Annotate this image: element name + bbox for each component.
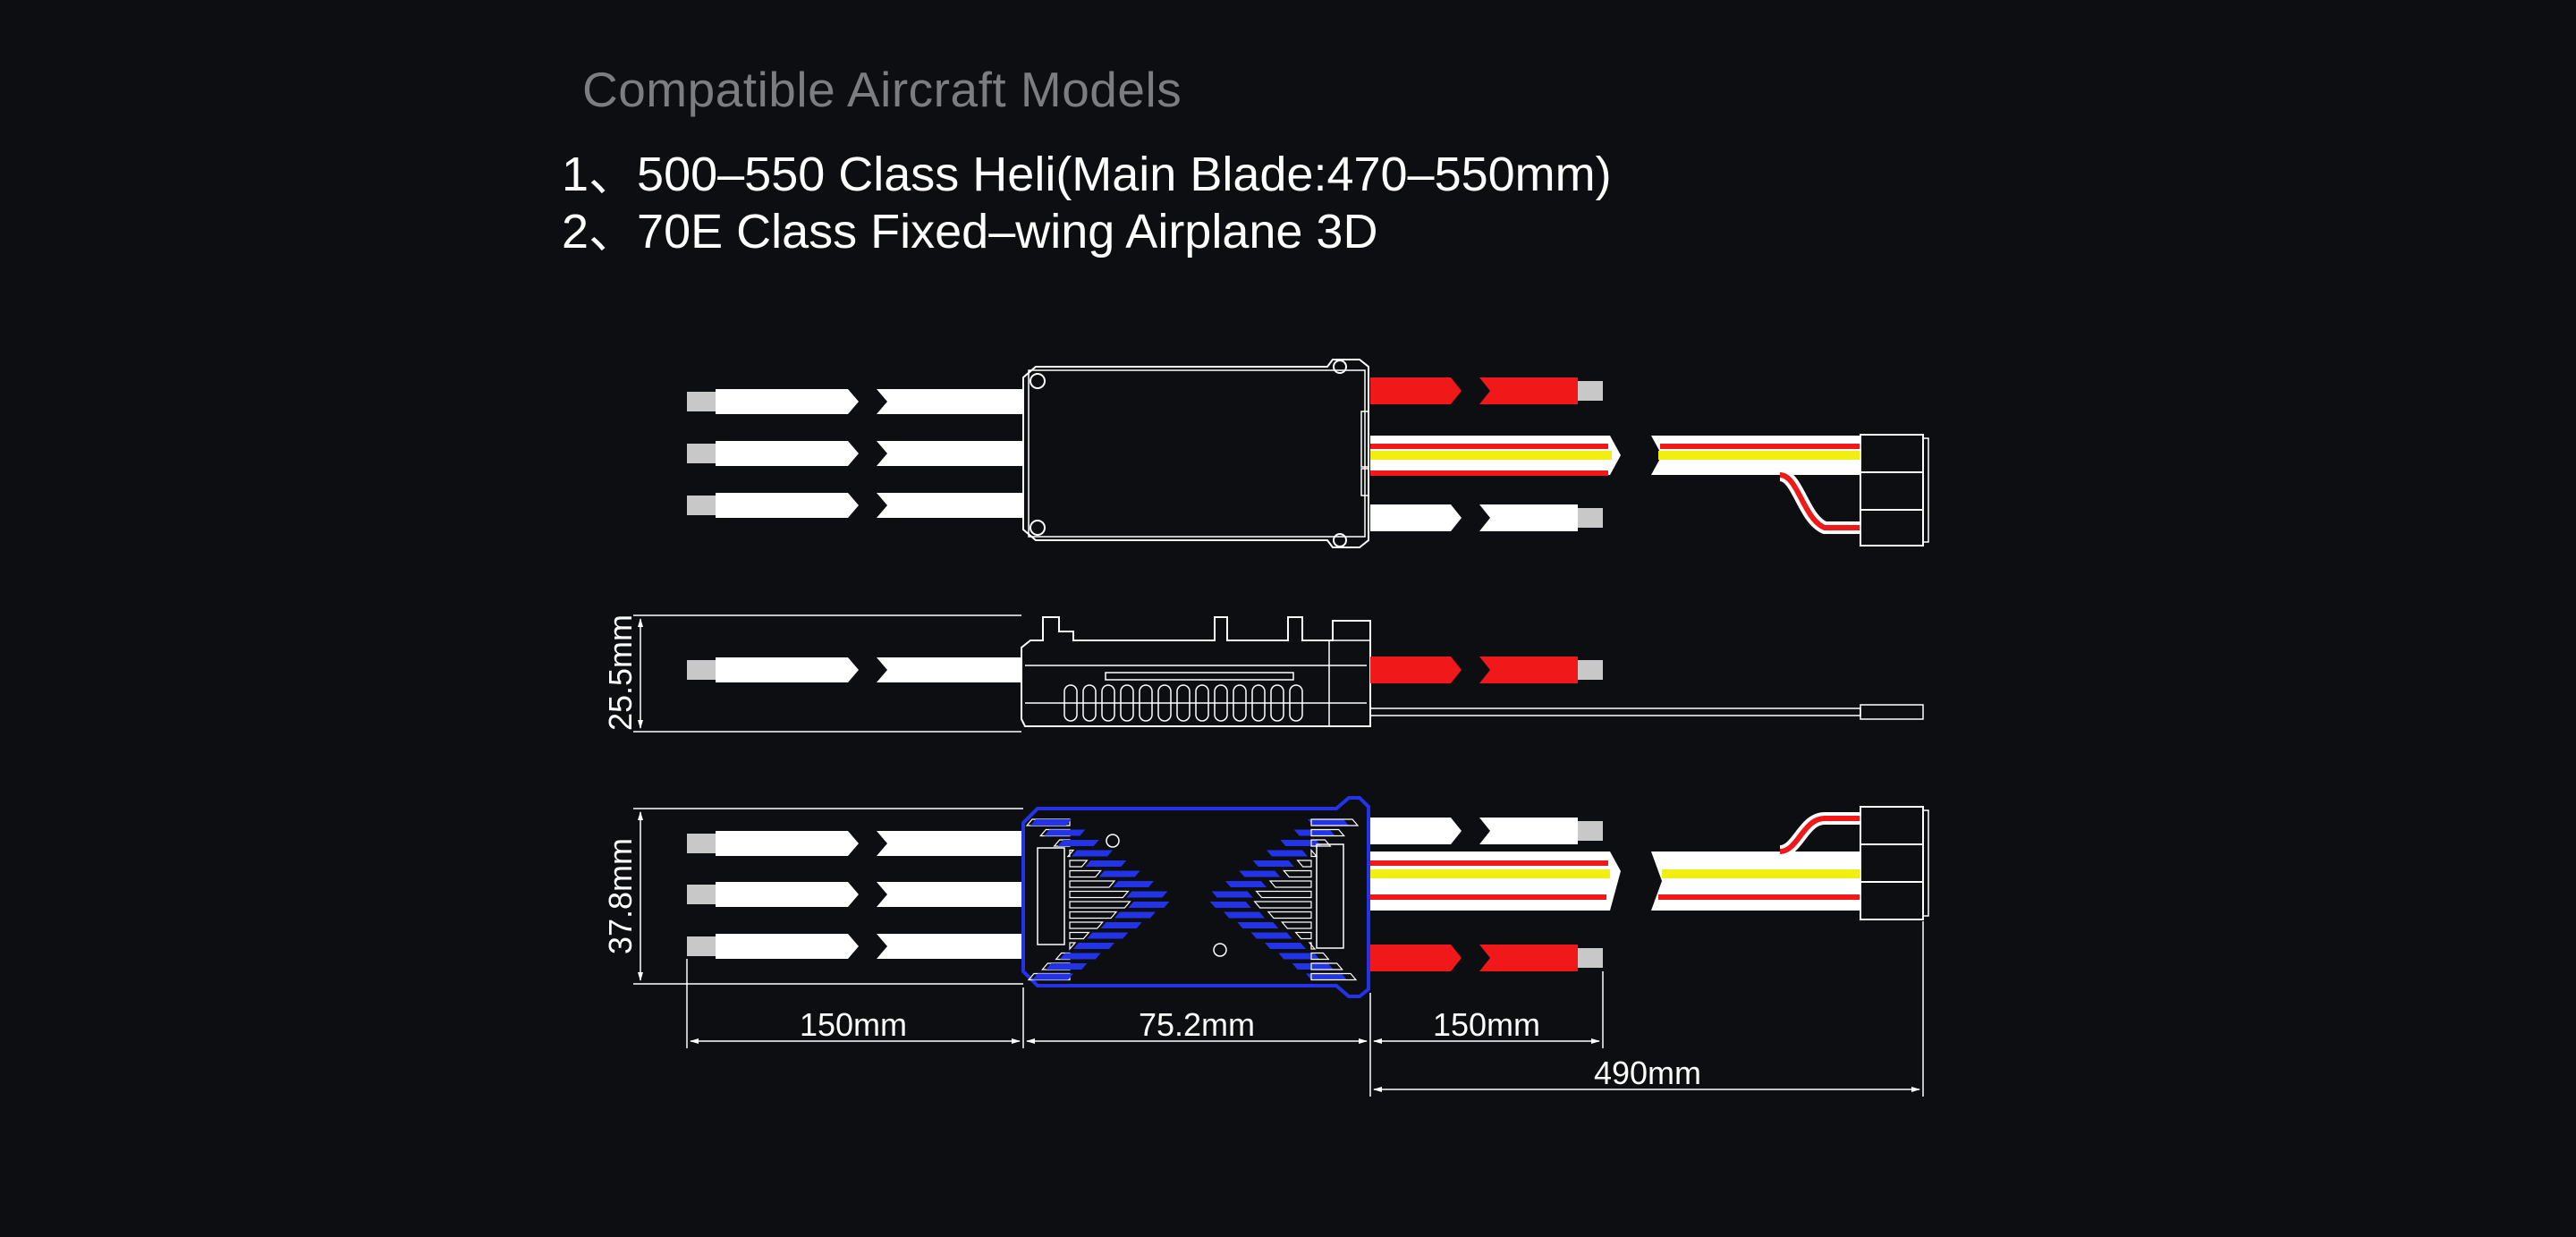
esc-body-top [1022, 359, 1369, 548]
dimension-lines [633, 614, 1924, 1097]
section-heading: Compatible Aircraft Models [582, 62, 1182, 117]
battery-wire-red-bottom [1370, 945, 1603, 971]
esc-top-view [687, 359, 1929, 548]
signal-cable-side [1369, 704, 1924, 720]
dim-label-total: 490mm [1594, 1055, 1701, 1091]
battery-wire-red-top [1370, 377, 1603, 404]
dim-label-body-length: 75.2mm [1139, 1006, 1255, 1043]
esc-side-view [687, 616, 1924, 727]
signal-cable-top [1370, 434, 1929, 546]
dim-label-motor-lead: 150mm [800, 1006, 907, 1043]
motor-wires-bottom [687, 831, 1024, 959]
battery-wire-black-bottom [1370, 818, 1603, 844]
heatsink-fins-side [1063, 684, 1303, 722]
compatible-model-2: 2、70E Class Fixed–wing Airplane 3D [562, 205, 1378, 258]
motor-wire-side [687, 657, 1024, 682]
battery-wire-red-side [1370, 657, 1603, 683]
battery-wire-black-top [1370, 504, 1603, 531]
esc-bottom-view [687, 796, 1929, 998]
compatible-model-1: 1、500–550 Class Heli(Main Blade:470–550m… [562, 148, 1612, 201]
heatsink-grille-bottom [1025, 818, 1360, 981]
signal-cable-bottom [1370, 806, 1929, 920]
motor-wires-top [687, 389, 1024, 518]
dim-label-width: 37.8mm [602, 838, 639, 954]
dim-label-height: 25.5mm [602, 614, 639, 731]
dim-label-battery-lead: 150mm [1433, 1006, 1540, 1043]
